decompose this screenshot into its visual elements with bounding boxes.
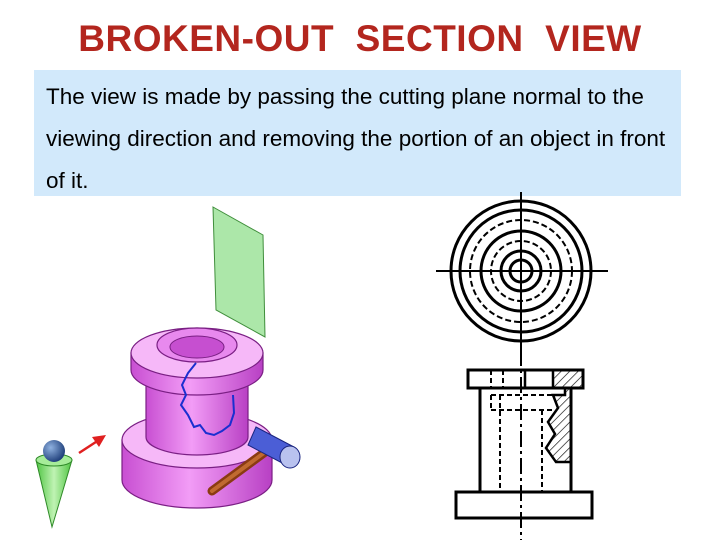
- viewer-eye-icon: [35, 440, 73, 529]
- definition-text: The view is made by passing the cutting …: [46, 84, 666, 193]
- part-body-cylinder: [145, 374, 249, 456]
- hammer-icon: [207, 426, 301, 496]
- definition-box: The view is made by passing the cutting …: [34, 70, 681, 196]
- break-line: [179, 362, 236, 437]
- page-title: BROKEN-OUT SECTION VIEW: [78, 18, 642, 59]
- orthographic-views: [436, 192, 608, 540]
- top-view: [436, 192, 608, 350]
- part-top-flange: [130, 327, 264, 396]
- cutting-plane-icon: [212, 206, 266, 338]
- front-view: [454, 368, 594, 520]
- pictorial-illustration: [35, 206, 301, 529]
- view-direction-arrow-icon: [78, 435, 106, 455]
